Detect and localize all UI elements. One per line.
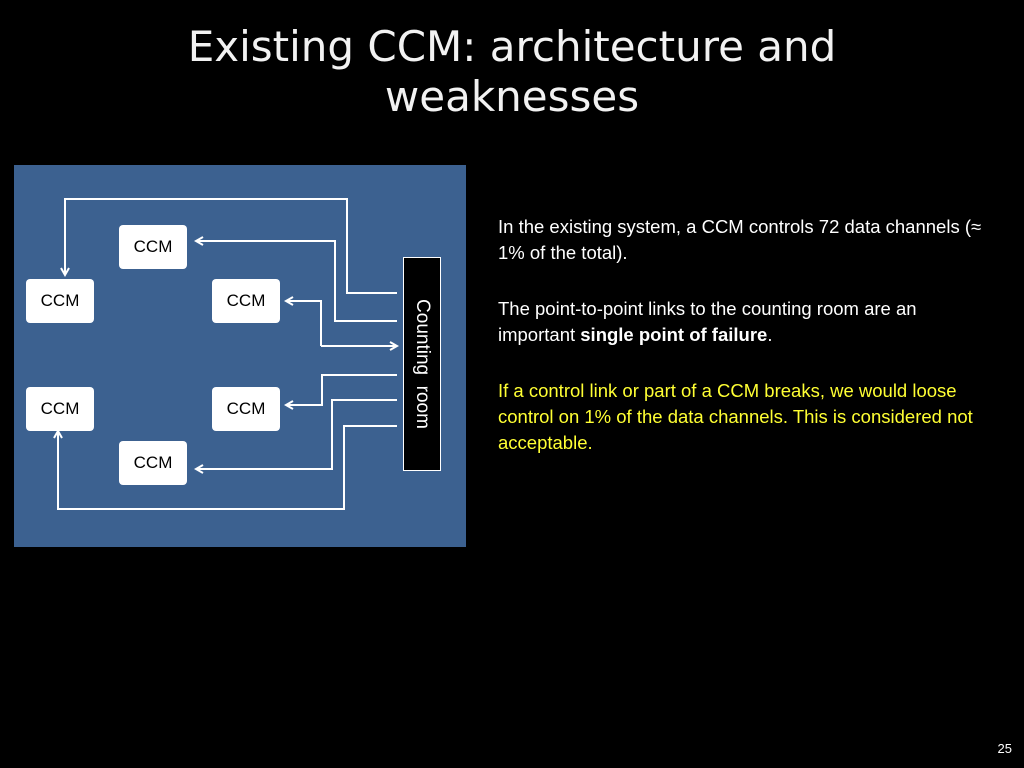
ccm-label: CCM xyxy=(226,291,266,310)
link-ccm-right-bottom xyxy=(286,374,397,405)
slide-title-line-2: weaknesses xyxy=(384,72,640,121)
link-ccm-bottom xyxy=(196,399,397,469)
link-ccm-right-top-a xyxy=(334,293,397,322)
paragraph-channels: In the existing system, a CCM controls 7… xyxy=(498,216,982,263)
ccm-label: CCM xyxy=(40,291,80,310)
ccm-label: CCM xyxy=(133,237,173,256)
paragraph-failure-end: . xyxy=(767,324,773,345)
paragraph-failure-point: The point-to-point links to the counting… xyxy=(498,296,998,348)
ccm-box-bottom: CCM xyxy=(119,441,187,485)
link-ccm-right-top-c xyxy=(286,301,322,346)
paragraph-failure-text: The point-to-point links to the counting… xyxy=(498,298,917,345)
link-ccm-left-top xyxy=(65,198,397,294)
ccm-box-top: CCM xyxy=(119,225,187,269)
slide-title-line-1: Existing CCM: architecture and xyxy=(187,22,837,71)
ccm-box-right-bottom: CCM xyxy=(212,387,280,431)
paragraph-warning: If a control link or part of a CCM break… xyxy=(498,380,973,453)
counting-room-label: Counting room xyxy=(412,299,433,429)
architecture-diagram: CCM CCM CCM CCM CCM CCM Counting room xyxy=(14,165,466,547)
link-lines xyxy=(14,198,466,510)
ccm-box-left-bottom: CCM xyxy=(26,387,94,431)
ccm-label: CCM xyxy=(226,399,266,418)
link-ccm-left-bottom xyxy=(58,425,397,510)
ccm-label: CCM xyxy=(40,399,80,418)
page-number: 25 xyxy=(997,741,1012,756)
paragraph-failure-bold: single point of failure xyxy=(580,324,768,345)
ccm-label: CCM xyxy=(133,453,173,472)
slide-title: Existing CCM: architecture and weaknesse… xyxy=(0,22,1024,122)
link-ccm-top xyxy=(196,241,336,293)
counting-room-box: Counting room xyxy=(403,257,441,471)
ccm-box-right-top: CCM xyxy=(212,279,280,323)
ccm-box-left-top: CCM xyxy=(26,279,94,323)
